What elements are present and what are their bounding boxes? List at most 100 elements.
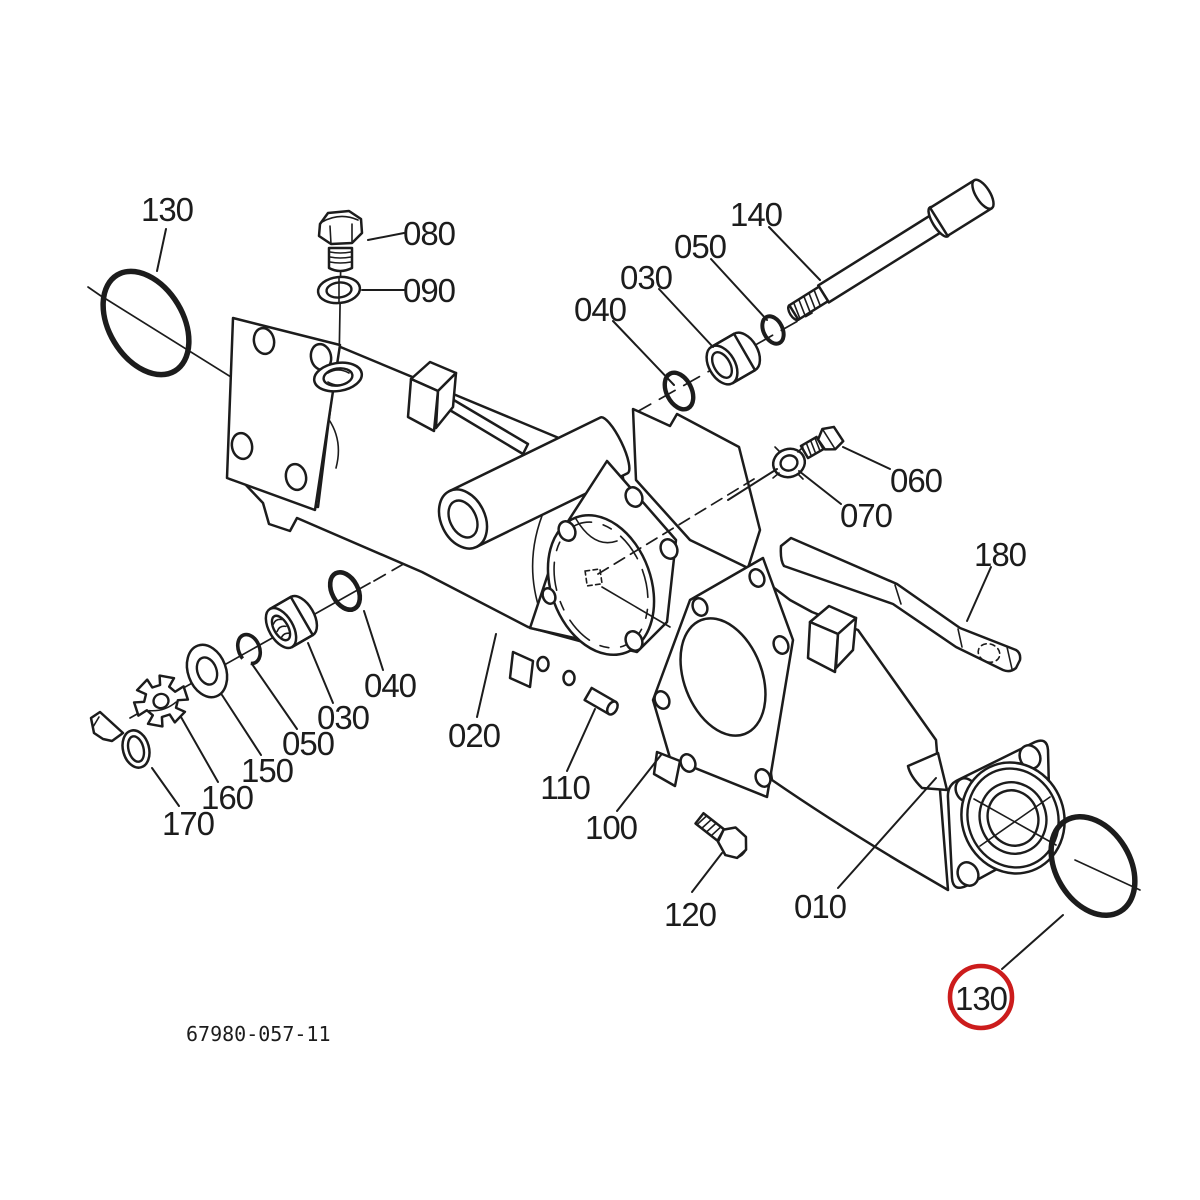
- foot-hole: [562, 669, 576, 687]
- gasket-opening: [679, 617, 767, 737]
- part-slotted-nut-160: [132, 674, 190, 728]
- bushing-bore: [710, 351, 734, 379]
- shaft-thread-hatching: [793, 289, 821, 319]
- hex-flange-hole: [557, 520, 577, 542]
- pin-axis-dashed: [597, 478, 755, 575]
- clip-eye-inner: [126, 735, 146, 763]
- hex-flange-hole: [624, 630, 644, 652]
- callout-160: 160: [201, 779, 254, 816]
- plug-080-threads: [329, 251, 352, 264]
- callout-110: 110: [540, 769, 590, 806]
- part-plug-060: [799, 425, 845, 460]
- callout-labels: 130 080 090 040 030 050 140 060 070 180 …: [141, 191, 1028, 1017]
- gasket-hole: [772, 635, 790, 655]
- gasket-hole: [691, 597, 709, 617]
- axis-line: [105, 298, 248, 388]
- axle-case-neck: [631, 407, 762, 570]
- hex-flange-holes: [541, 486, 679, 652]
- leader-030-top: [658, 288, 714, 348]
- bore-ring: [986, 789, 1040, 847]
- tube-bore: [447, 499, 479, 539]
- slotted-nut-castellations: [132, 674, 190, 728]
- o-ring-050-top: [760, 314, 786, 346]
- callout-020: 020: [448, 717, 501, 754]
- shaft-head-end: [971, 178, 995, 211]
- callout-150: 150: [241, 752, 294, 789]
- leader-110: [566, 708, 596, 772]
- callout-120: 120: [664, 896, 717, 933]
- drawing-number: 67980-057-11: [186, 1022, 331, 1046]
- part-washer-150: [185, 643, 229, 699]
- pin-hole-marker: [584, 568, 603, 587]
- bore-crosshair: [973, 796, 1057, 847]
- o-ring-130-top-left: [100, 268, 192, 378]
- callout-030-left: 030: [317, 699, 370, 736]
- callout-140: 140: [730, 196, 783, 233]
- callout-130-top-left: 130: [141, 191, 194, 228]
- bore-ring: [966, 767, 1060, 869]
- gasket-tab: [652, 750, 682, 788]
- leader-040-top: [612, 320, 675, 386]
- leader-130-top: [156, 228, 167, 272]
- hex-flange-hole: [541, 587, 557, 605]
- bushing-bore-threads: [272, 618, 291, 640]
- part-stay-180: [779, 536, 1022, 673]
- part-bushing-030-left: [264, 594, 319, 650]
- plug-060-threads: [805, 437, 821, 457]
- leader-170: [151, 767, 180, 807]
- callout-040-top: 040: [574, 291, 627, 328]
- leader-070: [798, 470, 842, 505]
- axle-case-tab: [906, 751, 949, 792]
- tube-body: [448, 416, 631, 549]
- hex-flange-hole: [659, 538, 679, 560]
- axle-case-body: [746, 566, 950, 892]
- part-shaft-140: [787, 178, 995, 322]
- bolt-head-arc: [736, 848, 747, 859]
- leader-lines: [151, 226, 1064, 970]
- part-axle-case-010: [631, 407, 1066, 892]
- flange-hole: [956, 861, 980, 887]
- pin-marker-line: [601, 586, 671, 628]
- part-lock-washer-070: [771, 446, 807, 480]
- gasket-holes: [653, 568, 790, 788]
- lock-washer-inner: [779, 454, 799, 472]
- leader-120: [691, 852, 723, 893]
- leader-130-bottom: [1001, 914, 1064, 970]
- o-ring-130-bottom-right: [1048, 813, 1138, 919]
- part-gear-case-020: [225, 316, 755, 689]
- o-ring-040-left: [327, 570, 363, 612]
- gear-case-boss-front: [406, 377, 440, 433]
- lock-washer-serrations: [772, 446, 804, 480]
- bore-ring: [978, 781, 1048, 855]
- gear-case-mount-flange: [225, 316, 342, 512]
- part-gasket-100: [651, 556, 795, 799]
- part-bolt-120: [694, 812, 748, 860]
- callout-030-top: 030: [620, 259, 673, 296]
- hex-flange-hole: [624, 486, 644, 508]
- stay-bend-lines: [894, 584, 1013, 670]
- callout-130-bottom-right: 130: [955, 980, 1008, 1017]
- plug-080-head-facets: [321, 215, 359, 245]
- part-clip-170: [89, 710, 151, 769]
- callout-050-left: 050: [282, 725, 335, 762]
- gasket-hole: [653, 690, 671, 710]
- shaft-body: [816, 214, 943, 304]
- o-ring-axis-line: [1074, 859, 1141, 891]
- leader-070-housing: [727, 468, 778, 501]
- slotted-nut-bore: [152, 692, 170, 710]
- bolt-threads: [696, 815, 722, 837]
- callout-060: 060: [890, 462, 943, 499]
- axis-dash: [87, 286, 102, 297]
- plug-080-shank: [327, 246, 354, 273]
- stay-hook-dashed: [977, 642, 1001, 664]
- part-plug-080: [317, 209, 364, 273]
- axle-case-boss-side: [834, 616, 858, 670]
- leader-050-top: [710, 258, 768, 321]
- gasket-hole: [679, 753, 697, 773]
- bolt-hex-head: [716, 826, 748, 860]
- axle-case-boss-front: [806, 620, 840, 674]
- gasket-hole: [754, 768, 772, 788]
- callout-040-left: 040: [364, 667, 417, 704]
- washer-150-inner: [195, 656, 219, 686]
